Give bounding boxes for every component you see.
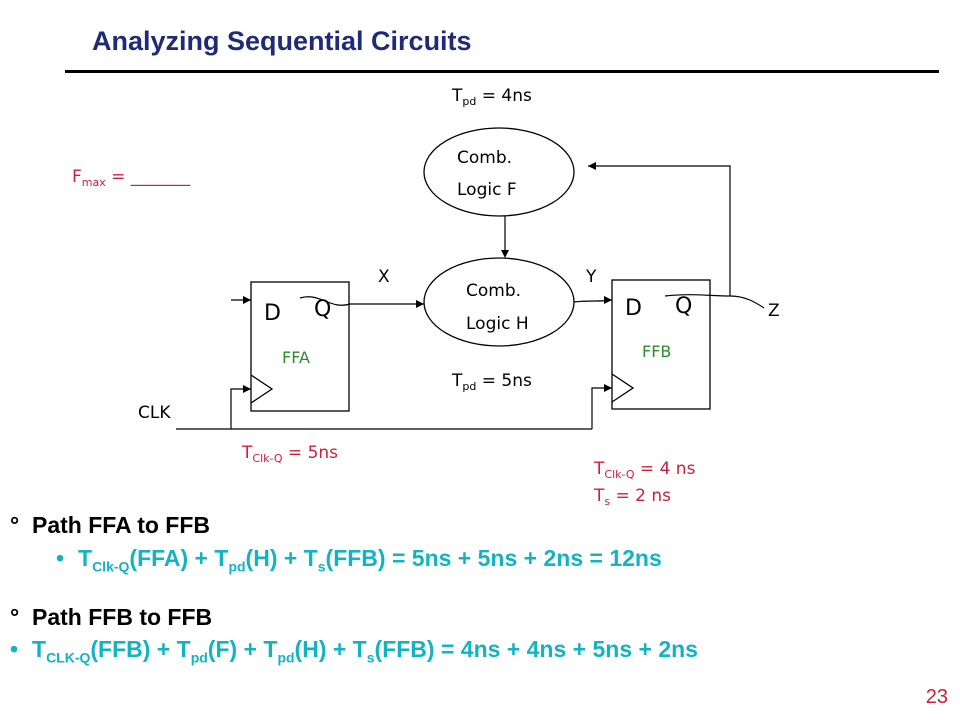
ffa-clock-triangle — [250, 374, 274, 404]
path1-equation: •TClk-Q(FFA) + Tpd(H) + Ts(FFB) = 5ns + … — [56, 545, 662, 575]
ffb-tclkq-label: TClk-Q = 4 ns — [593, 459, 696, 481]
comb-logic-f-ellipse — [423, 127, 575, 217]
path2-equation: •TCLK-Q(FFB) + Tpd(F) + Tpd(H) + Ts(FFB)… — [10, 636, 698, 666]
ffa-box — [250, 281, 350, 412]
comb-f-line2: Logic F — [457, 180, 517, 200]
dot-bullet-icon: • — [56, 545, 65, 571]
ffb-clock-triangle — [611, 373, 635, 403]
comb-h-line1: Comb. — [466, 281, 521, 301]
slide-title: Analyzing Sequential Circuits — [92, 26, 472, 56]
ffa-tclkq-label: TClk-Q = 5ns — [241, 443, 338, 465]
ffb-d-label: D — [625, 296, 642, 321]
path2-heading: °Path FFB to FFB — [10, 604, 213, 630]
ffb-name: FFB — [642, 342, 671, 361]
ffb-ts-label: Ts = 2 ns — [593, 486, 671, 508]
wires — [176, 165, 765, 430]
ffa-q-label: Q — [314, 297, 331, 322]
tpd-f-label: Tpd = 4ns — [451, 86, 532, 108]
signal-x-label: X — [378, 267, 390, 287]
title-rule — [65, 70, 939, 73]
clk-label: CLK — [138, 403, 171, 423]
signal-z-label: Z — [768, 301, 780, 321]
arrowheads — [243, 162, 612, 393]
comb-h-line2: Logic H — [466, 314, 529, 334]
dot-bullet-icon: • — [10, 636, 19, 662]
path1-heading: °Path FFA to FFB — [10, 512, 211, 538]
ffb-q-label: Q — [675, 294, 692, 319]
ffa-d-label: D — [264, 301, 281, 326]
degree-bullet-icon: ° — [10, 512, 20, 538]
comb-f-line1: Comb. — [457, 148, 512, 168]
degree-bullet-icon: ° — [10, 604, 20, 630]
signal-y-label: Y — [585, 267, 597, 287]
ffb-box — [611, 279, 711, 410]
ffa-name: FFA — [282, 348, 310, 367]
fmax-label: Fmax = _______ — [72, 167, 191, 189]
tpd-h-label: Tpd = 5ns — [451, 371, 532, 393]
page-number: 23 — [925, 686, 948, 708]
